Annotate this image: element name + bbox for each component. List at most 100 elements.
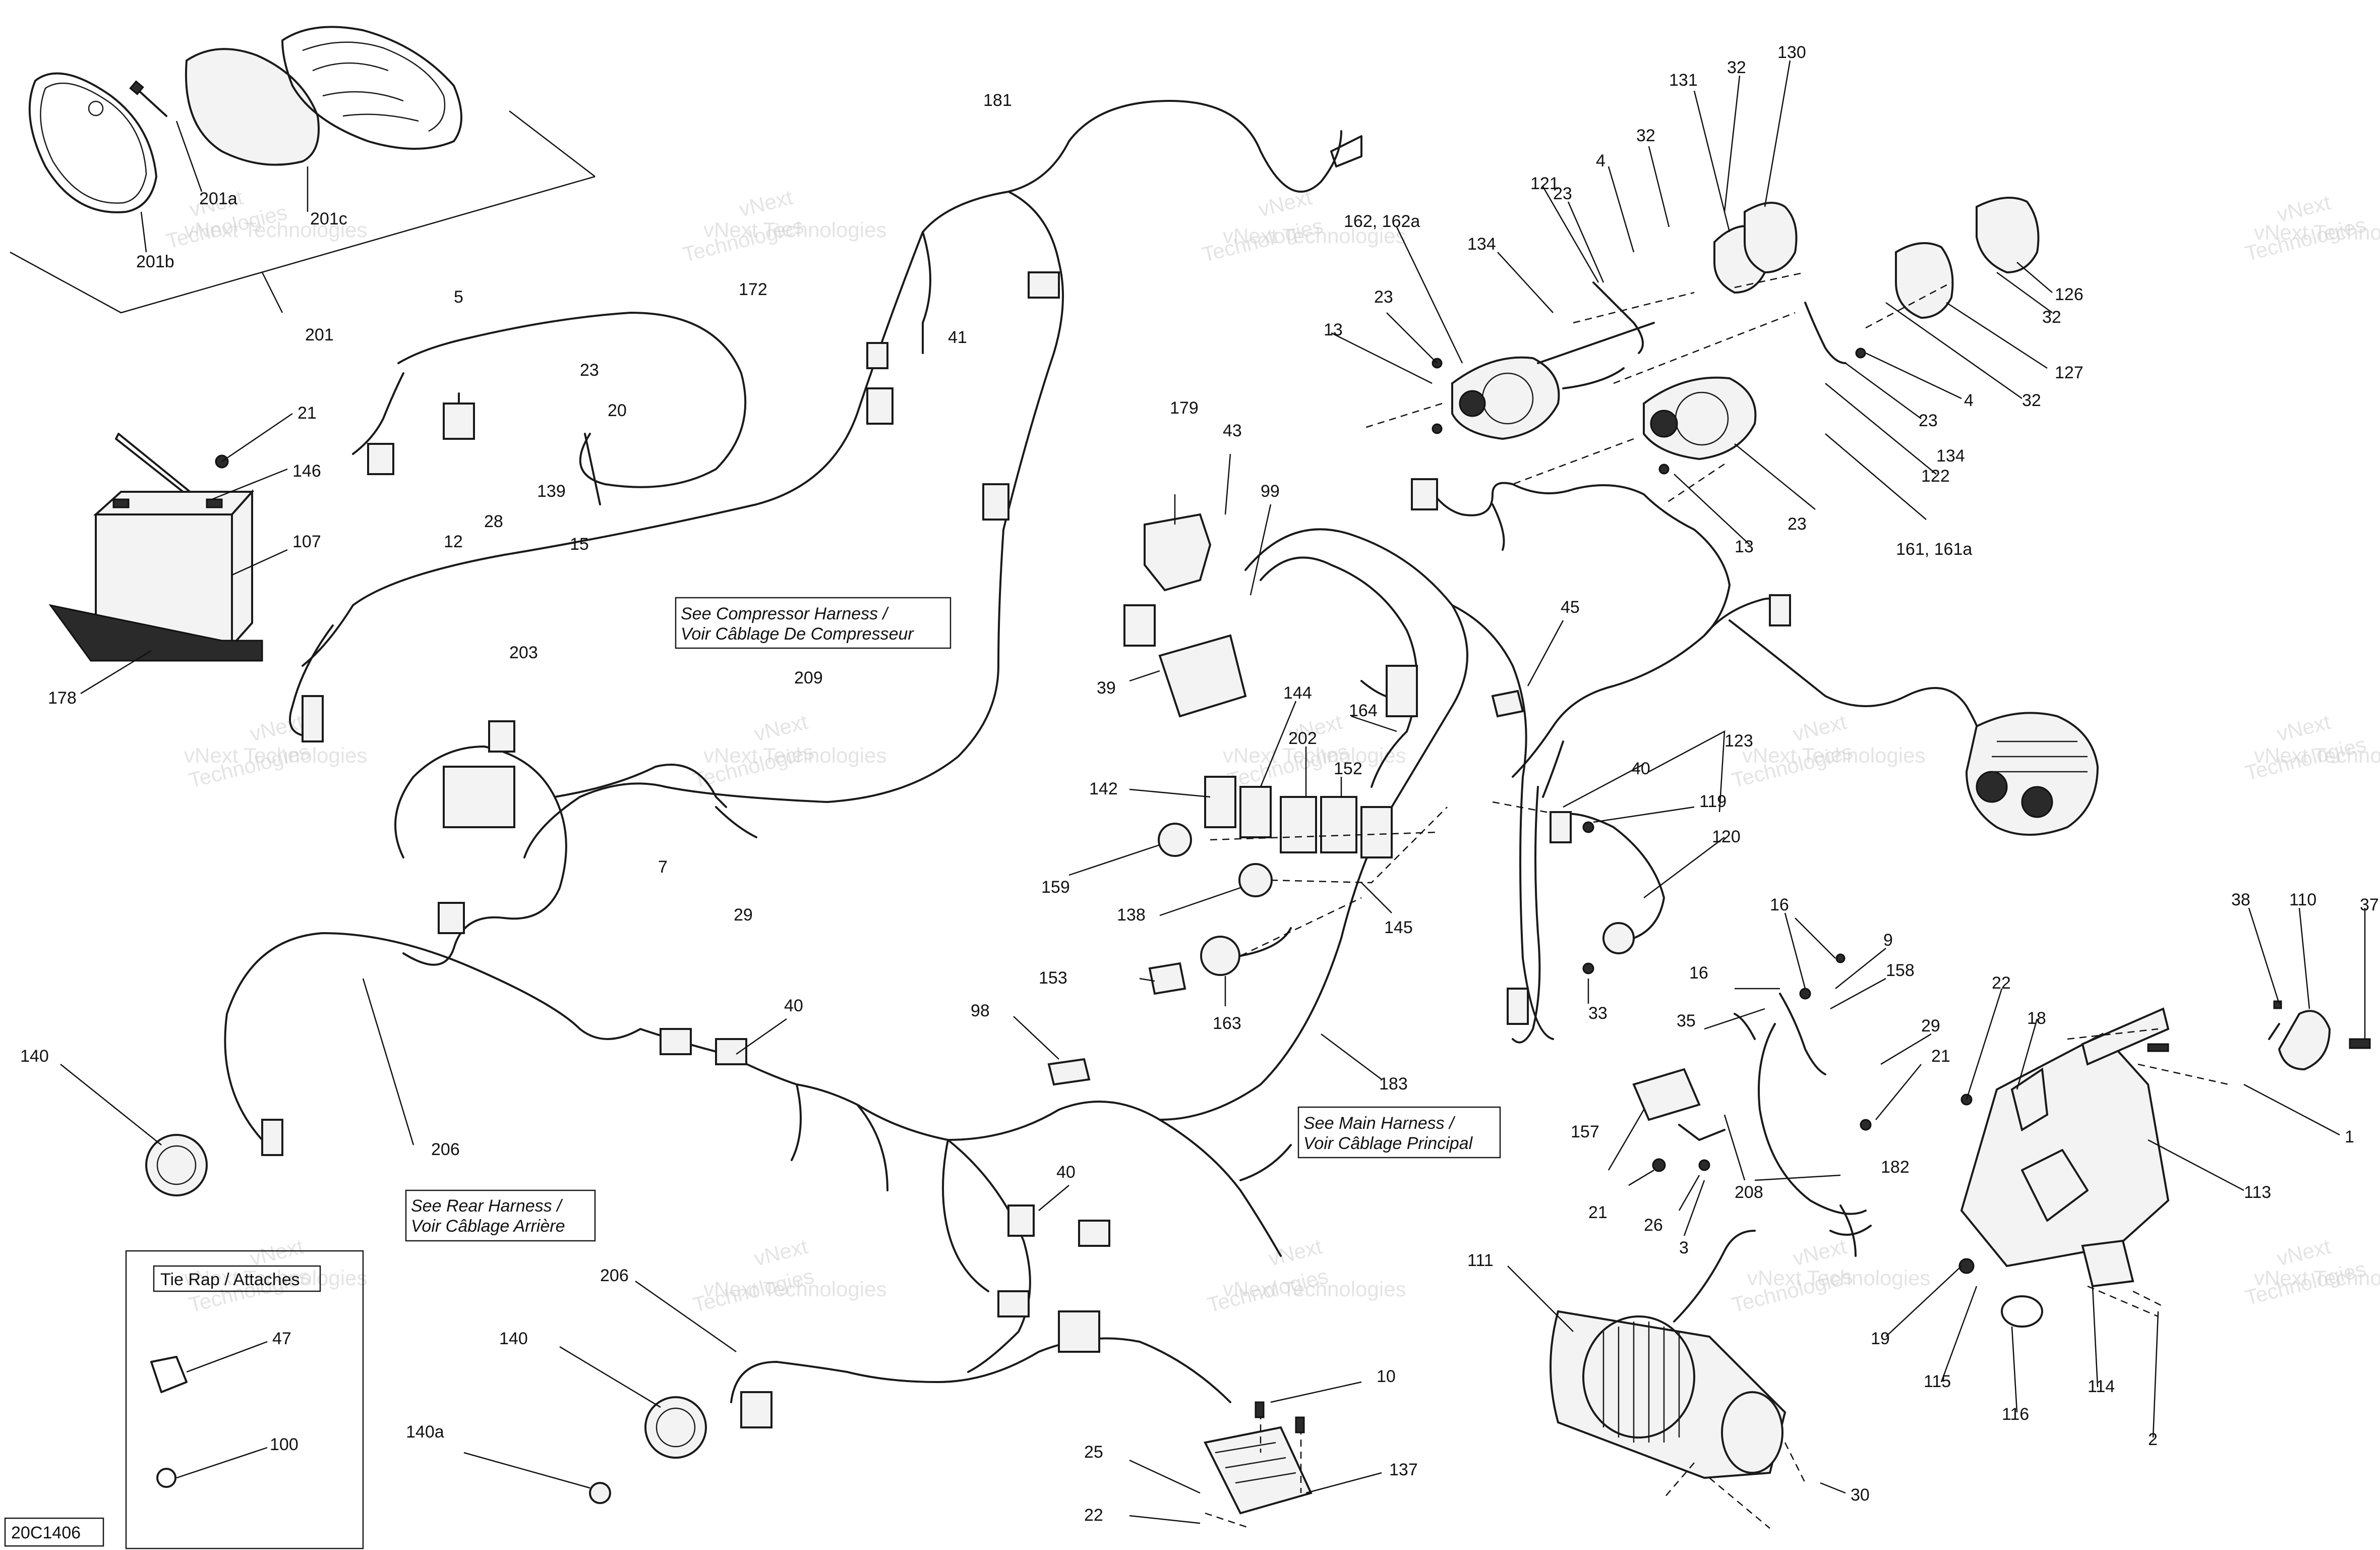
callout-13-b: 13 bbox=[1735, 537, 1754, 556]
callout-202: 202 bbox=[1288, 729, 1317, 748]
callout-23-c: 23 bbox=[1553, 184, 1572, 203]
callout-206-a: 206 bbox=[431, 1140, 460, 1159]
relay-144 bbox=[1204, 776, 1236, 828]
callout-19: 19 bbox=[1871, 1329, 1890, 1348]
svg-text:vNext: vNext bbox=[248, 1234, 306, 1271]
callout-33: 33 bbox=[1588, 1004, 1608, 1023]
callout-142: 142 bbox=[1089, 779, 1118, 798]
callout-16-a: 16 bbox=[1770, 895, 1789, 914]
bracket-179 bbox=[1144, 513, 1212, 592]
callout-138: 138 bbox=[1117, 905, 1146, 925]
watermark-caption-10: vNext Technologies bbox=[184, 1266, 367, 1290]
clip-116 bbox=[2001, 1295, 2043, 1328]
callout-41: 41 bbox=[948, 328, 967, 347]
callout-157: 157 bbox=[1571, 1122, 1599, 1141]
watermark-caption-3: vNext Technologies bbox=[1223, 224, 1406, 248]
callout-139: 139 bbox=[537, 482, 566, 501]
callout-116: 116 bbox=[2002, 1405, 2029, 1424]
callout-153: 153 bbox=[1039, 968, 1067, 988]
callout-201c: 201c bbox=[310, 209, 347, 228]
switch-159 bbox=[1158, 823, 1192, 857]
callout-201a: 201a bbox=[199, 189, 237, 208]
callout-3: 3 bbox=[1679, 1238, 1689, 1257]
callout-158: 158 bbox=[1886, 961, 1915, 980]
callout-32-a: 32 bbox=[1636, 126, 1655, 145]
callout-164: 164 bbox=[1349, 701, 1378, 720]
legend-title: Tie Rap / Attaches bbox=[160, 1270, 300, 1289]
lamp-162 bbox=[1451, 356, 1560, 440]
callout-22-b: 22 bbox=[1992, 973, 2011, 993]
callout-39: 39 bbox=[1097, 678, 1116, 698]
callout-152: 152 bbox=[1334, 759, 1362, 778]
callout-32-b: 32 bbox=[1727, 58, 1746, 77]
harness-120 bbox=[1552, 813, 1665, 939]
display-housing bbox=[281, 26, 462, 150]
winch-mount bbox=[1885, 907, 2371, 1438]
callout-5: 5 bbox=[454, 288, 463, 307]
callout-40-a: 40 bbox=[784, 996, 803, 1015]
callout-130: 130 bbox=[1777, 43, 1806, 62]
note-rear: See Rear Harness / Voir Câblage Arrière bbox=[405, 1189, 596, 1242]
harness-172 bbox=[397, 312, 747, 488]
cable-182 bbox=[1758, 1023, 1867, 1215]
main-harness-cluster bbox=[1013, 453, 1574, 1121]
watermark-11: vNext Technologies bbox=[690, 1234, 816, 1317]
tie-rap-100-icon bbox=[156, 1468, 176, 1488]
callout-4-a: 4 bbox=[1596, 151, 1605, 170]
legend-box bbox=[125, 1250, 364, 1549]
callout-127: 127 bbox=[2055, 363, 2084, 382]
callout-98: 98 bbox=[971, 1001, 990, 1020]
watermark-caption-13: vNext Technologies bbox=[1747, 1266, 1930, 1290]
svg-text:vNext: vNext bbox=[1791, 710, 1849, 746]
module-39 bbox=[1158, 634, 1247, 718]
callout-123: 123 bbox=[1724, 731, 1753, 751]
callout-172: 172 bbox=[739, 280, 767, 299]
relay-152 bbox=[1320, 796, 1357, 853]
callout-183: 183 bbox=[1379, 1074, 1408, 1094]
callout-21-a: 21 bbox=[298, 404, 317, 423]
callout-7: 7 bbox=[658, 857, 668, 877]
harness-203 bbox=[394, 745, 567, 966]
watermark-caption-1: vNext Technologies bbox=[184, 218, 367, 242]
bracket-122 bbox=[1804, 302, 1847, 364]
callout-28: 28 bbox=[484, 512, 503, 531]
relay-202 bbox=[1280, 796, 1317, 853]
callout-110: 110 bbox=[2289, 890, 2316, 909]
connector-41 bbox=[866, 387, 894, 425]
callout-18: 18 bbox=[2027, 1009, 2046, 1028]
screw-201a bbox=[135, 87, 167, 117]
headlights bbox=[60, 1064, 707, 1504]
callout-115: 115 bbox=[1924, 1372, 1951, 1391]
callout-111: 111 bbox=[1467, 1251, 1494, 1270]
callout-126: 126 bbox=[2055, 285, 2084, 304]
callout-29-a: 29 bbox=[734, 905, 753, 925]
callout-9: 9 bbox=[1883, 931, 1893, 950]
callout-179: 179 bbox=[1170, 398, 1199, 418]
front-lamp-assemblies bbox=[1331, 60, 2053, 545]
harness-206-upper bbox=[224, 932, 1282, 1257]
cable-158 bbox=[1779, 993, 1826, 1075]
watermark-caption-14: vNext Technologies bbox=[2254, 1266, 2380, 1290]
callout-131: 131 bbox=[1669, 71, 1698, 90]
clip-98 bbox=[1047, 1058, 1091, 1086]
callout-23-d: 23 bbox=[1919, 411, 1938, 430]
ring-126 bbox=[1976, 197, 2040, 274]
callout-45: 45 bbox=[1561, 598, 1580, 617]
callout-40-b: 40 bbox=[1056, 1163, 1076, 1182]
winch-assembly bbox=[1507, 912, 1932, 1529]
watermark-caption-12: vNext Technologies bbox=[1223, 1277, 1406, 1301]
callout-161: 161, 161a bbox=[1896, 540, 1972, 559]
watermark-caption-11: vNext Technologies bbox=[703, 1277, 886, 1301]
callout-30: 30 bbox=[1851, 1485, 1870, 1505]
display-assembly bbox=[10, 26, 596, 314]
callout-22-a: 22 bbox=[1084, 1506, 1103, 1525]
callout-37: 37 bbox=[2360, 895, 2379, 914]
tie-rap-47-icon bbox=[150, 1356, 188, 1393]
callout-206-b: 206 bbox=[600, 1266, 629, 1285]
diagram-id: 20C1406 bbox=[11, 1523, 81, 1542]
callout-201b: 201b bbox=[136, 252, 174, 271]
callout-29-b: 29 bbox=[1921, 1016, 1940, 1036]
callout-159: 159 bbox=[1041, 878, 1070, 897]
watermark-caption-8: vNext Technologies bbox=[1742, 743, 1925, 767]
callout-107: 107 bbox=[292, 532, 321, 551]
